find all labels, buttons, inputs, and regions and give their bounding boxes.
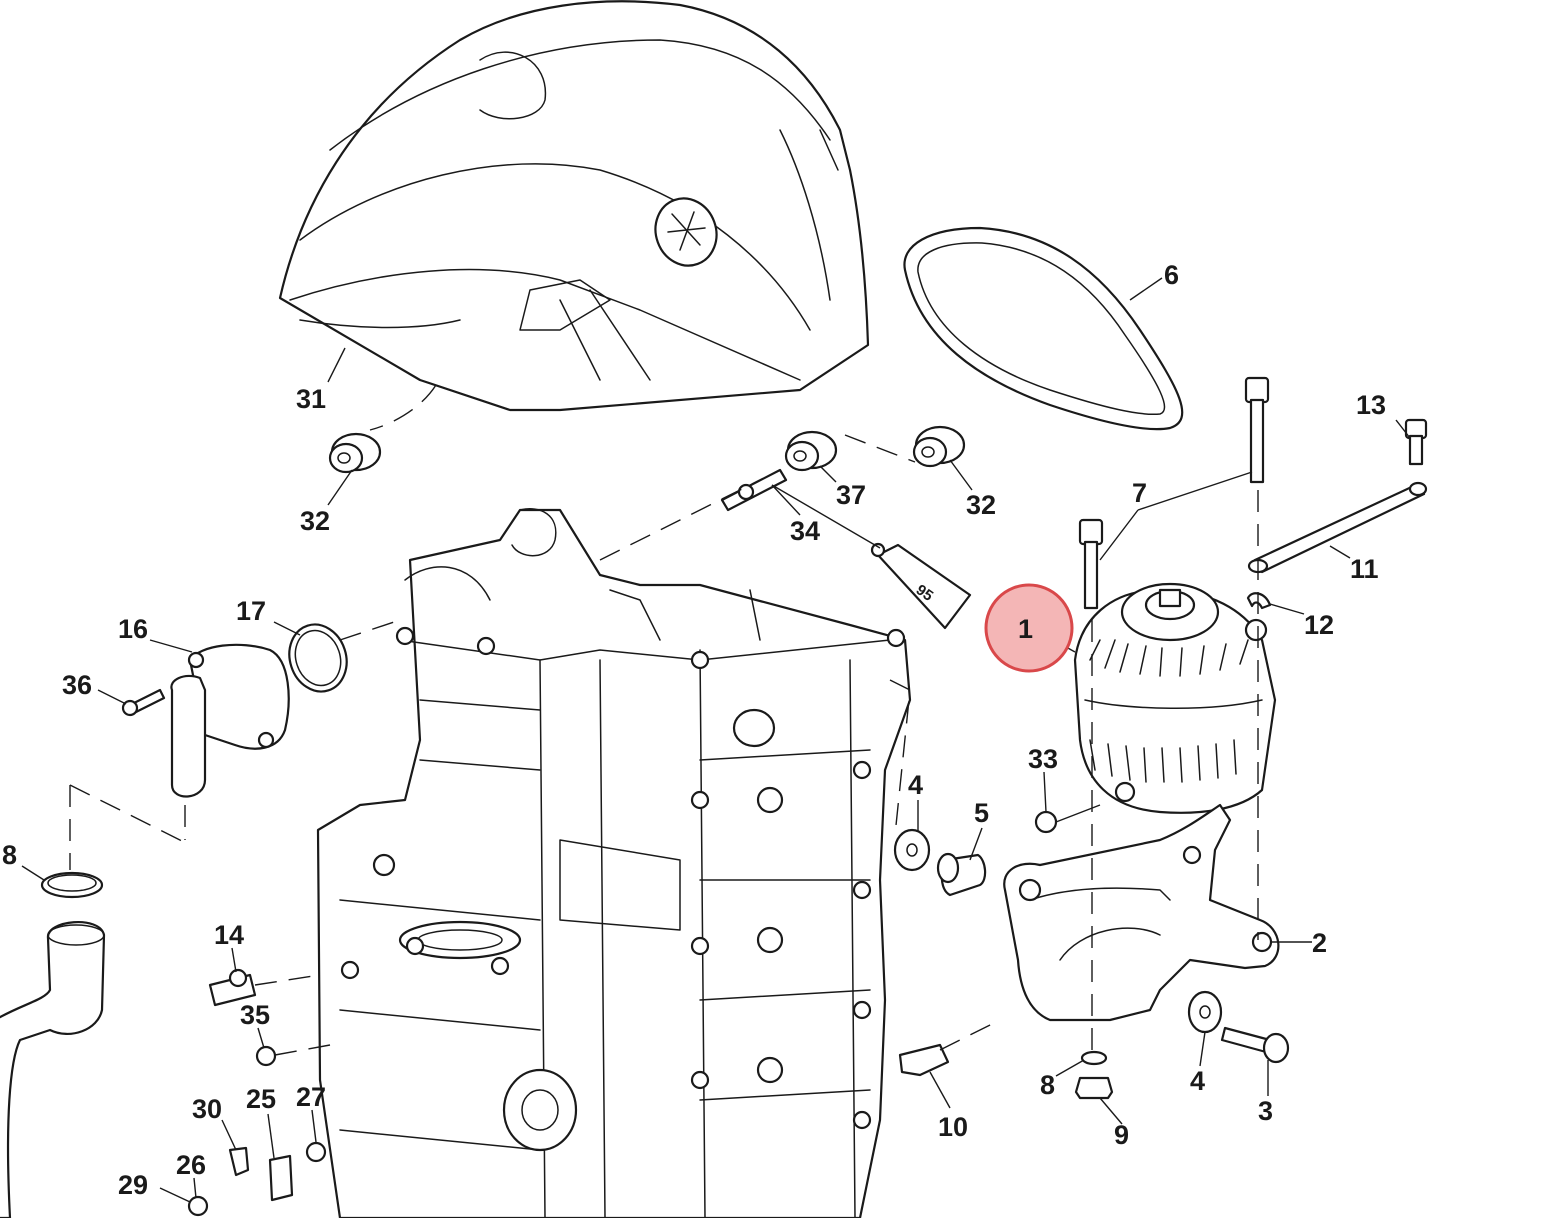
callout-30: 30	[192, 1094, 222, 1124]
callout-2: 2	[1312, 928, 1327, 958]
engine-block	[316, 508, 912, 1218]
callout-26: 26	[176, 1150, 206, 1180]
callout-35: 35	[240, 1000, 270, 1030]
callout-33: 33	[1028, 744, 1058, 774]
stud	[720, 468, 788, 512]
callout-4-bottom: 4	[1190, 1066, 1205, 1096]
callout-8: 8	[1040, 1070, 1055, 1100]
bolt-small	[1404, 418, 1428, 466]
washer-top	[893, 828, 931, 872]
callout-11: 11	[1350, 554, 1379, 584]
callout-5: 5	[974, 798, 989, 828]
callout-16: 16	[118, 614, 148, 644]
nut-small	[1034, 810, 1058, 834]
callouts: 31 32 37 32 34 6 7 13 11 12 1 2 3 4 5 4 …	[2, 260, 1386, 1200]
nut	[1074, 1076, 1114, 1100]
bolt-bracket	[1220, 1026, 1290, 1064]
o-ring	[288, 623, 348, 693]
callout-32: 32	[300, 506, 330, 536]
callout-10: 10	[938, 1112, 968, 1142]
callout-34: 34	[790, 516, 820, 546]
flywheel-cover	[278, 0, 870, 412]
callout-37: 37	[836, 480, 866, 510]
drive-belt	[903, 226, 1184, 431]
highlight-circle	[984, 583, 1074, 673]
bolt-short	[1078, 518, 1104, 610]
sensor	[898, 1043, 950, 1077]
callout-14: 14	[214, 920, 244, 950]
callout-1: 1	[1018, 614, 1033, 644]
tube-label: 95	[913, 581, 936, 604]
fitting-35	[255, 1045, 277, 1067]
callout-31: 31	[296, 384, 326, 414]
callout-6: 6	[1164, 260, 1179, 290]
callout-29: 29	[118, 1170, 148, 1200]
alternator-bracket	[1003, 803, 1280, 1022]
hose	[0, 921, 106, 1218]
callout-12: 12	[1304, 610, 1334, 640]
bolt-long	[1244, 376, 1270, 484]
alternator	[1073, 582, 1277, 814]
grommet-left	[328, 432, 382, 474]
assembly-lines	[69, 384, 1259, 1056]
callout-3: 3	[1258, 1096, 1273, 1126]
grommet-right	[912, 425, 966, 468]
grommet-center	[784, 430, 838, 472]
bushing	[936, 852, 987, 897]
fitting-14	[208, 968, 257, 1007]
fitting-25	[268, 1154, 294, 1202]
clip	[1246, 592, 1272, 610]
callout-17: 17	[236, 596, 266, 626]
thermostat-housing	[170, 643, 290, 798]
callout-7: 7	[1132, 478, 1147, 508]
callout-9: 9	[1114, 1120, 1129, 1150]
callout-36: 36	[62, 670, 92, 700]
fitting-30	[228, 1146, 250, 1177]
leader-lines	[21, 277, 1411, 1203]
fitting-27	[305, 1141, 327, 1163]
callout-8-left: 8	[2, 840, 17, 870]
callout-4: 4	[908, 770, 923, 800]
fitting-29	[187, 1195, 209, 1217]
callout-27: 27	[296, 1082, 326, 1112]
washer-bottom	[1187, 990, 1223, 1034]
callout-32-right: 32	[966, 490, 996, 520]
callout-25: 25	[246, 1084, 276, 1114]
callout-13: 13	[1356, 390, 1386, 420]
washer-small	[1080, 1050, 1108, 1066]
screw-housing	[121, 688, 166, 717]
lubricant-tube: 95	[870, 542, 972, 630]
tension-rod	[1247, 481, 1428, 574]
hose-clamp	[40, 871, 104, 899]
